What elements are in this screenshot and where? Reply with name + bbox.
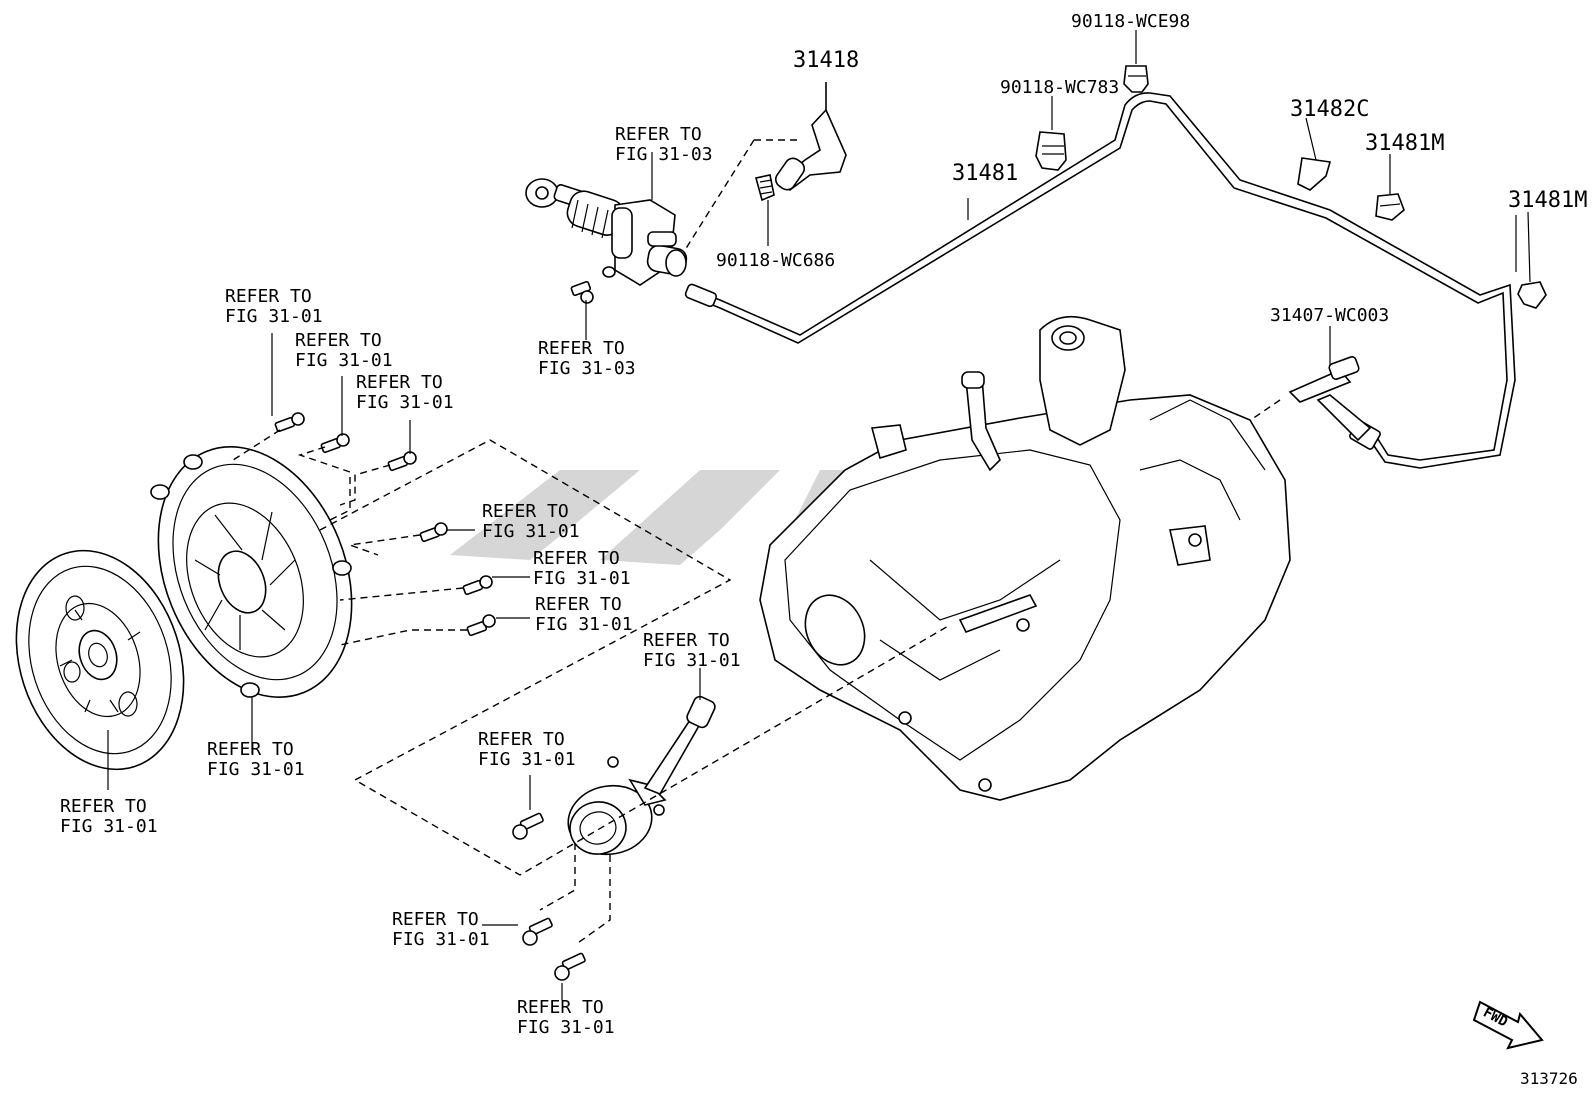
refer-label-l3[interactable]: REFER TO [225,286,312,307]
part-number-31482c[interactable]: 31482C [1290,97,1369,122]
refer-label-l8[interactable]: FIG 31-01 [535,614,633,635]
bolt-10 [554,952,586,981]
refer-label-l14[interactable]: REFER TO [517,997,604,1018]
part-number-31481m[interactable]: 31481M [1365,131,1444,156]
bolt-4 [419,522,448,543]
refer-label-l12[interactable]: REFER TO [478,729,565,750]
refer-label-l8[interactable]: REFER TO [535,594,622,615]
refer-label-l2[interactable]: FIG 31-03 [538,358,636,379]
refer-label-l10[interactable]: REFER TO [207,739,294,760]
refer-label-l7[interactable]: REFER TO [533,548,620,569]
refer-label-l4[interactable]: REFER TO [295,330,382,351]
assembly-dashed-lines [229,429,951,946]
concentric-slave-cylinder [512,695,716,981]
refer-label-l13[interactable]: REFER TO [392,909,479,930]
refer-label-l5[interactable]: FIG 31-01 [356,392,454,413]
part-number-90118-wc783[interactable]: 90118-WC783 [1000,77,1119,98]
refer-label-l11[interactable]: REFER TO [60,796,147,817]
refer-label-l12[interactable]: FIG 31-01 [478,749,576,770]
part-number-31418[interactable]: 31418 [793,48,859,73]
diagram-id: 313726 [1520,1069,1578,1088]
refer-label-l14[interactable]: FIG 31-01 [517,1017,615,1038]
refer-label-l11[interactable]: FIG 31-01 [60,816,158,837]
bolt-6 [466,614,496,637]
forward-arrow-icon: FWD [1472,1000,1544,1050]
refer-label-l7[interactable]: FIG 31-01 [533,568,631,589]
refer-label-l6[interactable]: REFER TO [482,501,569,522]
reservoir-hose [684,82,847,251]
refer-label-l9[interactable]: FIG 31-01 [643,650,741,671]
bolt-9 [522,917,553,946]
refer-label-l6[interactable]: FIG 31-01 [482,521,580,542]
transmission-housing [759,315,1291,801]
refer-label-l5[interactable]: REFER TO [356,372,443,393]
part-number-31481[interactable]: 31481 [952,161,1018,186]
part-number-90118-wc686[interactable]: 90118-WC686 [716,250,835,271]
refer-label-l9[interactable]: REFER TO [643,630,730,651]
refer-label-l13[interactable]: FIG 31-01 [392,929,490,950]
part-number-31407-wc003[interactable]: 31407-WC003 [1270,305,1389,326]
refer-label-l3[interactable]: FIG 31-01 [225,306,323,327]
bolt-3 [387,451,417,472]
refer-label-l10[interactable]: FIG 31-01 [207,759,305,780]
bolt-2 [320,433,350,454]
refer-label-l1[interactable]: FIG 31-03 [615,144,713,165]
clutch-master-cylinder [525,152,688,286]
pipe-clips [1035,30,1547,309]
bolt-8 [512,812,544,840]
fluid-pipe [684,92,1517,469]
part-number-31481m[interactable]: 31481M [1508,188,1587,213]
bolt-1 [274,412,305,433]
refer-label-l4[interactable]: FIG 31-01 [295,350,393,371]
pressure-plate-bolts [274,280,594,637]
leader-lines [107,300,701,1000]
refer-labels: REFER TO FIG 31-03 REFER TO FIG 31-03 RE… [60,124,741,1038]
part-number-labels: 31418 90118-WCE98 90118-WC783 31482C 314… [716,11,1587,326]
pressure-plate [150,446,353,698]
bolt-5 [462,575,493,596]
part-number-90118-wce98[interactable]: 90118-WCE98 [1071,11,1190,32]
clutch-disc [15,549,185,771]
refer-label-l2[interactable]: REFER TO [538,338,625,359]
bolt-7 [570,280,594,304]
refer-label-l1[interactable]: REFER TO [615,124,702,145]
